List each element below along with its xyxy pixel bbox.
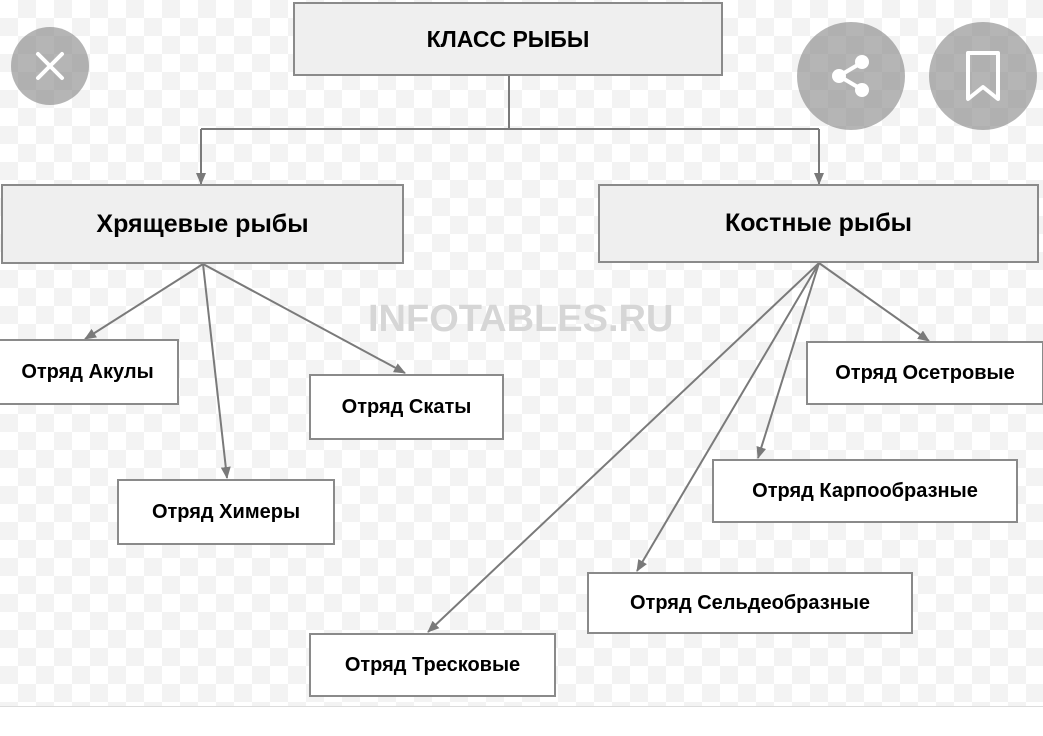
connector-to-carps (756, 262, 820, 459)
order-herrings: Отряд Сельдеобразные (587, 572, 913, 634)
close-icon (36, 52, 64, 80)
connector-to-herrings (636, 262, 820, 572)
close-button[interactable] (11, 27, 89, 105)
order-carps: Отряд Карпообразные (712, 459, 1018, 523)
group-cartilaginous: Хрящевые рыбы (1, 184, 404, 264)
connector-to-sharks (84, 263, 204, 340)
root-node: КЛАСС РЫБЫ (293, 2, 723, 76)
order-sturgeons: Отряд Осетровые (806, 341, 1043, 405)
connector-to-rays (202, 263, 406, 374)
bookmark-icon (966, 51, 1000, 101)
order-cods: Отряд Тресковые (309, 633, 556, 697)
watermark-text: INFOTABLES.RU (368, 298, 674, 340)
connector-to-cods (427, 262, 820, 633)
connector-to-chimaeras (202, 263, 231, 479)
connector-to-sturgeons (818, 262, 930, 342)
bookmark-button[interactable] (929, 22, 1037, 130)
group-bony: Костные рыбы (598, 184, 1039, 263)
bottom-bar (0, 706, 1043, 736)
share-icon (832, 55, 869, 97)
order-sharks: Отряд Акулы (0, 339, 179, 405)
share-button[interactable] (797, 22, 905, 130)
order-rays: Отряд Скаты (309, 374, 504, 440)
order-chimaeras: Отряд Химеры (117, 479, 335, 545)
